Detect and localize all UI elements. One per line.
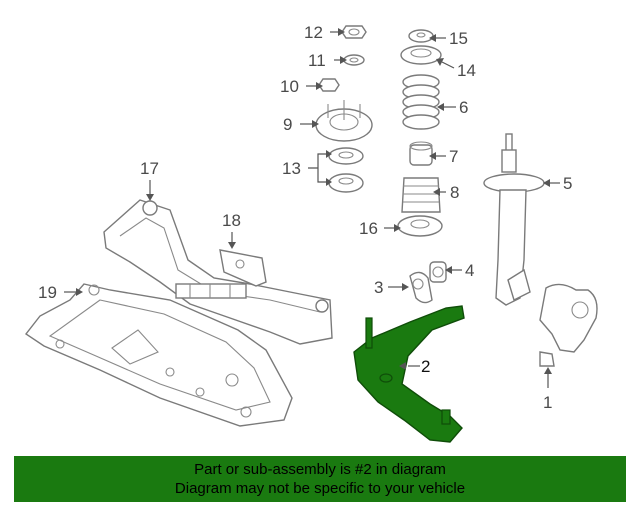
part-18-bracket	[219, 249, 267, 287]
callout-19: 19	[38, 283, 57, 302]
callout-13: 13	[282, 159, 301, 178]
callout-10: 10	[280, 77, 299, 96]
part-17-subframe	[103, 199, 333, 345]
part-3-bushing	[409, 271, 433, 304]
part-10-nut	[318, 78, 340, 92]
callout-5: 5	[563, 174, 572, 193]
callout-7: 7	[449, 147, 458, 166]
callout-17: 17	[140, 159, 159, 178]
part-15-cap	[408, 29, 434, 43]
part-9-strut-mount	[315, 100, 373, 142]
part-16-seat	[397, 215, 443, 237]
part-14-bearing	[400, 45, 442, 65]
callout-18: 18	[222, 211, 241, 230]
callout-2: 2	[421, 357, 430, 376]
callout-4: 4	[465, 261, 474, 280]
part-7-bump-stop	[409, 141, 433, 166]
callout-9: 9	[283, 115, 292, 134]
callout-15: 15	[449, 29, 468, 48]
part-8-dust-boot	[401, 177, 441, 213]
part-2-control-arm[interactable]	[353, 305, 465, 443]
part-6-coil-spring	[402, 74, 440, 130]
info-banner: Part or sub-assembly is #2 in diagram Di…	[14, 456, 626, 502]
callout-11: 11	[308, 51, 326, 70]
part-12-nut	[341, 25, 367, 39]
part-4-bushing	[429, 261, 447, 283]
callout-6: 6	[459, 98, 468, 117]
callout-3: 3	[374, 278, 383, 297]
callout-12: 12	[304, 23, 323, 42]
banner-line-1: Part or sub-assembly is #2 in diagram	[194, 461, 446, 478]
callout-14: 14	[457, 61, 476, 80]
callout-labels: 1 2 3 4 5 6 7 8 9 10 11 12 13 14 15 16 1…	[38, 23, 572, 412]
callout-1: 1	[543, 393, 552, 412]
part-13-seats	[328, 147, 364, 193]
banner-line-2: Diagram may not be specific to your vehi…	[174, 480, 466, 497]
part-1-steering-knuckle	[539, 283, 598, 367]
part-19-plate	[24, 283, 293, 427]
callout-16: 16	[359, 219, 378, 238]
parts-diagram: 1 2 3 4 5 6 7 8 9 10 11 12 13 14 15 16 1…	[24, 23, 598, 443]
part-5-strut	[483, 133, 545, 306]
callout-8: 8	[450, 183, 459, 202]
leader-lines	[64, 28, 560, 388]
